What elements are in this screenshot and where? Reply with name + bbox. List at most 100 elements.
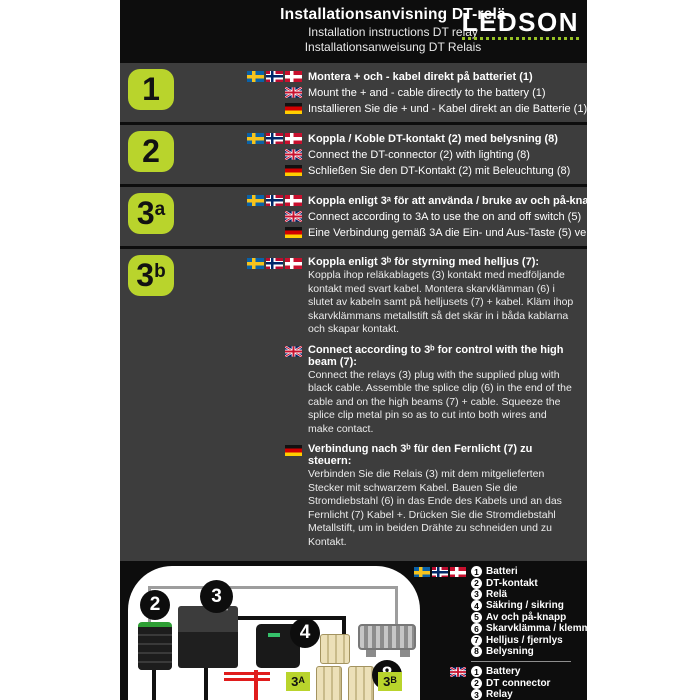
black-wire: [236, 616, 346, 620]
step-3a-lines: Koppla enligt 3ᵃ för att använda / bruke…: [232, 191, 628, 241]
step-3a-row: 3a Koppla enligt 3ᵃ för att använda / br…: [120, 187, 628, 246]
diagram-badge-4: 4: [290, 618, 320, 648]
step-3a-text-swedish: Koppla enligt 3ᵃ för att använda / bruke…: [308, 194, 619, 207]
page-title-swedish: Installationsanvisning DT-relä: [280, 6, 506, 23]
led-bar-foot: [366, 650, 376, 657]
diagram-badge-3: 3: [200, 580, 233, 613]
step-3a-badge-sup: a: [154, 199, 166, 220]
step-2-text-swedish: Koppla / Koble DT-kontakt (2) med belysn…: [308, 132, 558, 145]
uk-flag-icon: [285, 345, 302, 357]
denmark-flag-icon: [285, 133, 302, 144]
step-1-badge: 1: [128, 69, 174, 110]
step-1-line-english: Mount the + and - cable directly to the …: [232, 85, 587, 100]
step-3b-row: 3b Koppla enligt 3ᵇ för styrning med hel…: [120, 249, 587, 561]
document-body: Installationsanvisning DT-relä Installat…: [120, 0, 628, 700]
denmark-flag-icon: [285, 195, 302, 206]
step-3b-block-nordic: Koppla enligt 3ᵇ för styrning med hellju…: [232, 256, 587, 337]
red-wire: [254, 670, 258, 700]
sweden-flag-icon: [247, 258, 264, 269]
dt-connector-component: [138, 622, 172, 670]
step-2-lines: Koppla / Koble DT-kontakt (2) med belysn…: [232, 129, 587, 179]
legend-separator: [471, 661, 571, 663]
header-titles: Installationsanvisning DT-relä Installat…: [268, 6, 518, 54]
step-3b-blocks: Koppla enligt 3ᵇ för styrning med hellju…: [232, 253, 587, 556]
connector-3a-component: [316, 666, 342, 700]
norway-flag-icon: [432, 567, 448, 577]
step-3a-badge-col: 3a: [120, 191, 232, 241]
denmark-flag-icon: [450, 567, 466, 577]
germany-flag-icon: [285, 445, 302, 456]
relay-component: [178, 606, 238, 668]
fuse-label: [268, 633, 280, 637]
step-3b-block-german: Verbindung nach 3ᵇ für den Fernlicht (7)…: [232, 443, 587, 549]
step-2-line-english: Connect the DT-connector (2) with lighti…: [232, 147, 587, 162]
sweden-flag-icon: [247, 71, 264, 82]
norway-flag-icon: [266, 258, 283, 269]
wiring-diagram-panel: - + 1 2 3 4 5 6 7 8 3A 3B: [128, 566, 420, 700]
step-1-text-english: Mount the + and - cable directly to the …: [308, 86, 546, 99]
black-wire: [204, 666, 208, 700]
step-1-lines: Montera + och - kabel direkt på batterie…: [232, 67, 587, 117]
step-3a-line-german: Eine Verbindung gemäß 3A die Ein- und Au…: [232, 225, 628, 240]
sweden-flag-icon: [247, 195, 264, 206]
step-1-line-german: Installieren Sie die + und - Kabel direk…: [232, 101, 587, 116]
step-3b-badge-col: 3b: [120, 253, 232, 556]
step-3a-badge: 3a: [128, 193, 174, 234]
germany-flag-icon: [285, 227, 302, 238]
step-3a-badge-number: 3: [136, 195, 155, 231]
gray-wire: [148, 586, 398, 589]
diagram-section: - + 1 2 3 4 5 6 7 8 3A 3B: [120, 561, 596, 700]
step-3a-line-english: Connect according to 3A to use the on an…: [232, 209, 628, 224]
norway-flag-icon: [266, 71, 283, 82]
step-2-text-german: Schließen Sie den DT-Kontakt (2) mit Bel…: [308, 164, 571, 177]
step-2-badge-col: 2: [120, 129, 232, 179]
black-wire: [152, 670, 156, 700]
diagram-label-3a: 3A: [286, 672, 310, 691]
step-2-line-german: Schließen Sie den DT-Kontakt (2) mit Bel…: [232, 163, 587, 178]
sweden-flag-icon: [414, 567, 430, 577]
step-3b-body-swedish: Koppla ihop reläkablagets (3) kontakt me…: [308, 269, 574, 335]
uk-flag-icon: [450, 667, 466, 678]
black-wire: [342, 616, 346, 638]
page-title-english: Installation instructions DT relay: [308, 25, 478, 39]
header: Installationsanvisning DT-relä Installat…: [120, 0, 587, 60]
germany-flag-icon: [285, 165, 302, 176]
germany-flag-icon: [285, 103, 302, 114]
norway-flag-icon: [266, 195, 283, 206]
red-wire: [224, 672, 270, 675]
step-3b-heading-english: Connect according to 3ᵇ for control with…: [308, 343, 564, 368]
sweden-flag-icon: [247, 133, 264, 144]
step-2-badge: 2: [128, 131, 174, 172]
uk-flag-icon: [285, 211, 302, 222]
ledson-logo-text: LEDSON: [461, 7, 579, 37]
step-1-row: 1 Montera + och - kabel direkt på batter…: [120, 63, 587, 122]
step-2-line-nordic: Koppla / Koble DT-kontakt (2) med belysn…: [232, 131, 587, 146]
uk-flag-icon: [285, 149, 302, 160]
led-bar-component: [358, 624, 416, 650]
gray-wire: [395, 586, 398, 630]
step-3a-line-nordic: Koppla enligt 3ᵃ för att använda / bruke…: [232, 193, 628, 208]
denmark-flag-icon: [285, 258, 302, 269]
step-3a-text-english: Connect according to 3A to use the on an…: [308, 210, 582, 223]
supplied-plug-component: [320, 634, 350, 664]
steps-list: 1 Montera + och - kabel direkt på batter…: [120, 63, 628, 561]
step-3a-text-german: Eine Verbindung gemäß 3A die Ein- und Au…: [308, 226, 629, 239]
step-3b-badge-number: 3: [136, 257, 155, 293]
step-1-text-german: Installieren Sie die + und - Kabel direk…: [308, 102, 588, 115]
diagram-label-3b: 3B: [378, 672, 402, 691]
led-bar-foot: [400, 650, 410, 657]
connector-3b-component: [348, 666, 374, 700]
step-3b-body-english: Connect the relays (3) plug with the sup…: [308, 368, 572, 435]
